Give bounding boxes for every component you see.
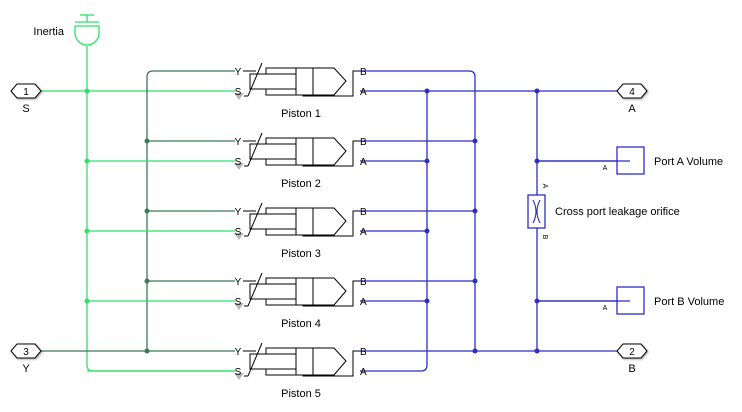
piston-port-b-label: B: [360, 137, 367, 148]
piston-label: Piston 1: [281, 108, 321, 120]
piston-port-a-label: A: [360, 87, 367, 98]
piston-port-a-label: A: [360, 367, 367, 378]
piston-port-y-label: Y: [235, 277, 242, 288]
piston-connection-lines: [87, 140, 475, 372]
piston-port-s-label: S: [235, 87, 242, 98]
piston-port-s-label: S: [235, 297, 242, 308]
piston-label: Piston 5: [281, 388, 321, 400]
piston-port-y-label: Y: [235, 67, 242, 78]
cross-port-leakage-orifice-block[interactable]: A B Cross port leakage orifice: [527, 184, 680, 240]
port-4-block[interactable]: 4A: [616, 83, 648, 115]
reference-marker-icon: [234, 233, 244, 240]
piston-block[interactable]: YS BA Piston 4: [234, 272, 367, 330]
junction-dot: [472, 348, 478, 354]
port-number: 2: [629, 347, 635, 358]
orifice-port-b-label: B: [541, 235, 548, 240]
piston-icon: [243, 272, 360, 307]
piston-label: Piston 4: [281, 318, 321, 330]
junction-dot: [534, 348, 540, 354]
piston-icon: [243, 132, 360, 167]
port-a-volume-block[interactable]: A Port A Volume: [537, 146, 723, 175]
port-b-volume-box: [616, 286, 645, 315]
inertia-block[interactable]: Inertia: [33, 14, 100, 46]
port-number: 1: [23, 87, 29, 98]
port-b-volume-label: Port B Volume: [654, 296, 724, 308]
port-a-volume-label: Port A Volume: [654, 156, 723, 168]
piston-icon: [243, 342, 360, 377]
piston-block[interactable]: YS BA Piston 2: [234, 132, 367, 190]
piston-block[interactable]: YS BA Piston 5: [234, 342, 367, 400]
piston-port-b-label: B: [360, 207, 367, 218]
port-hexagon-icon: [10, 343, 42, 359]
port-number: 4: [629, 87, 635, 98]
piston-icon: [243, 202, 360, 237]
reference-marker-icon: [234, 373, 244, 380]
wire-a-bus[interactable]: [360, 91, 428, 372]
junction-dot: [144, 348, 150, 354]
wire-inertia-to-s-bus[interactable]: [86, 46, 235, 372]
piston-port-a-label: A: [360, 227, 367, 238]
port-b-volume-block[interactable]: A Port B Volume: [537, 286, 724, 315]
junction-dot: [144, 278, 150, 284]
port-hexagon-icon: [616, 83, 648, 99]
junction-dot: [472, 278, 478, 284]
piston-port-b-label: B: [360, 67, 367, 78]
junction-dot: [472, 138, 478, 144]
port-number: 3: [23, 347, 29, 358]
port-a-volume-port-label: A: [603, 165, 608, 172]
port-label: Y: [22, 363, 30, 375]
junction-dot: [84, 158, 90, 164]
piston-port-s-label: S: [235, 227, 242, 238]
junction-dots: [84, 88, 540, 354]
wire-y-bus[interactable]: [146, 70, 235, 351]
piston-label: Piston 2: [281, 178, 321, 190]
piston-label: Piston 3: [281, 248, 321, 260]
orifice-label: Cross port leakage orifice: [555, 206, 680, 218]
reference-marker-icon: [234, 163, 244, 170]
reference-marker-icon: [234, 93, 244, 100]
piston-port-y-label: Y: [235, 207, 242, 218]
piston-icon: [243, 62, 360, 97]
piston-port-y-label: Y: [235, 347, 242, 358]
junction-dot: [472, 208, 478, 214]
port-label: S: [22, 103, 29, 115]
piston-port-a-label: A: [360, 157, 367, 168]
piston-port-b-label: B: [360, 347, 367, 358]
junction-dot: [84, 88, 90, 94]
port-hexagon-icon: [10, 83, 42, 99]
port-b-volume-port-label: A: [603, 305, 608, 312]
port-label: A: [628, 103, 636, 115]
inertia-icon: [74, 14, 100, 46]
port-1-block[interactable]: 1S: [10, 83, 42, 115]
piston-port-y-label: Y: [235, 137, 242, 148]
junction-dot: [424, 158, 430, 164]
junction-dot: [144, 208, 150, 214]
junction-dot: [534, 88, 540, 94]
port-3-block[interactable]: 3Y: [10, 343, 42, 375]
reference-marker-icon: [234, 303, 244, 310]
junction-dot: [424, 228, 430, 234]
junction-dot: [424, 298, 430, 304]
piston-port-b-label: B: [360, 277, 367, 288]
piston-port-a-label: A: [360, 297, 367, 308]
port-2-block[interactable]: 2B: [616, 343, 648, 375]
piston-port-s-label: S: [235, 157, 242, 168]
junction-dot: [84, 298, 90, 304]
piston-block[interactable]: YS BA Piston 3: [234, 202, 367, 260]
junction-dot: [84, 228, 90, 234]
junction-dot: [144, 138, 150, 144]
piston-port-s-label: S: [235, 367, 242, 378]
orifice-port-a-label: A: [541, 184, 548, 189]
wire-b-bus[interactable]: [360, 70, 476, 351]
port-hexagon-icon: [616, 343, 648, 359]
piston-block[interactable]: YS BA Piston 1: [234, 62, 367, 120]
inertia-label: Inertia: [33, 26, 64, 38]
port-label: B: [628, 363, 635, 375]
junction-dot: [424, 88, 430, 94]
orifice-icon: [532, 199, 541, 224]
